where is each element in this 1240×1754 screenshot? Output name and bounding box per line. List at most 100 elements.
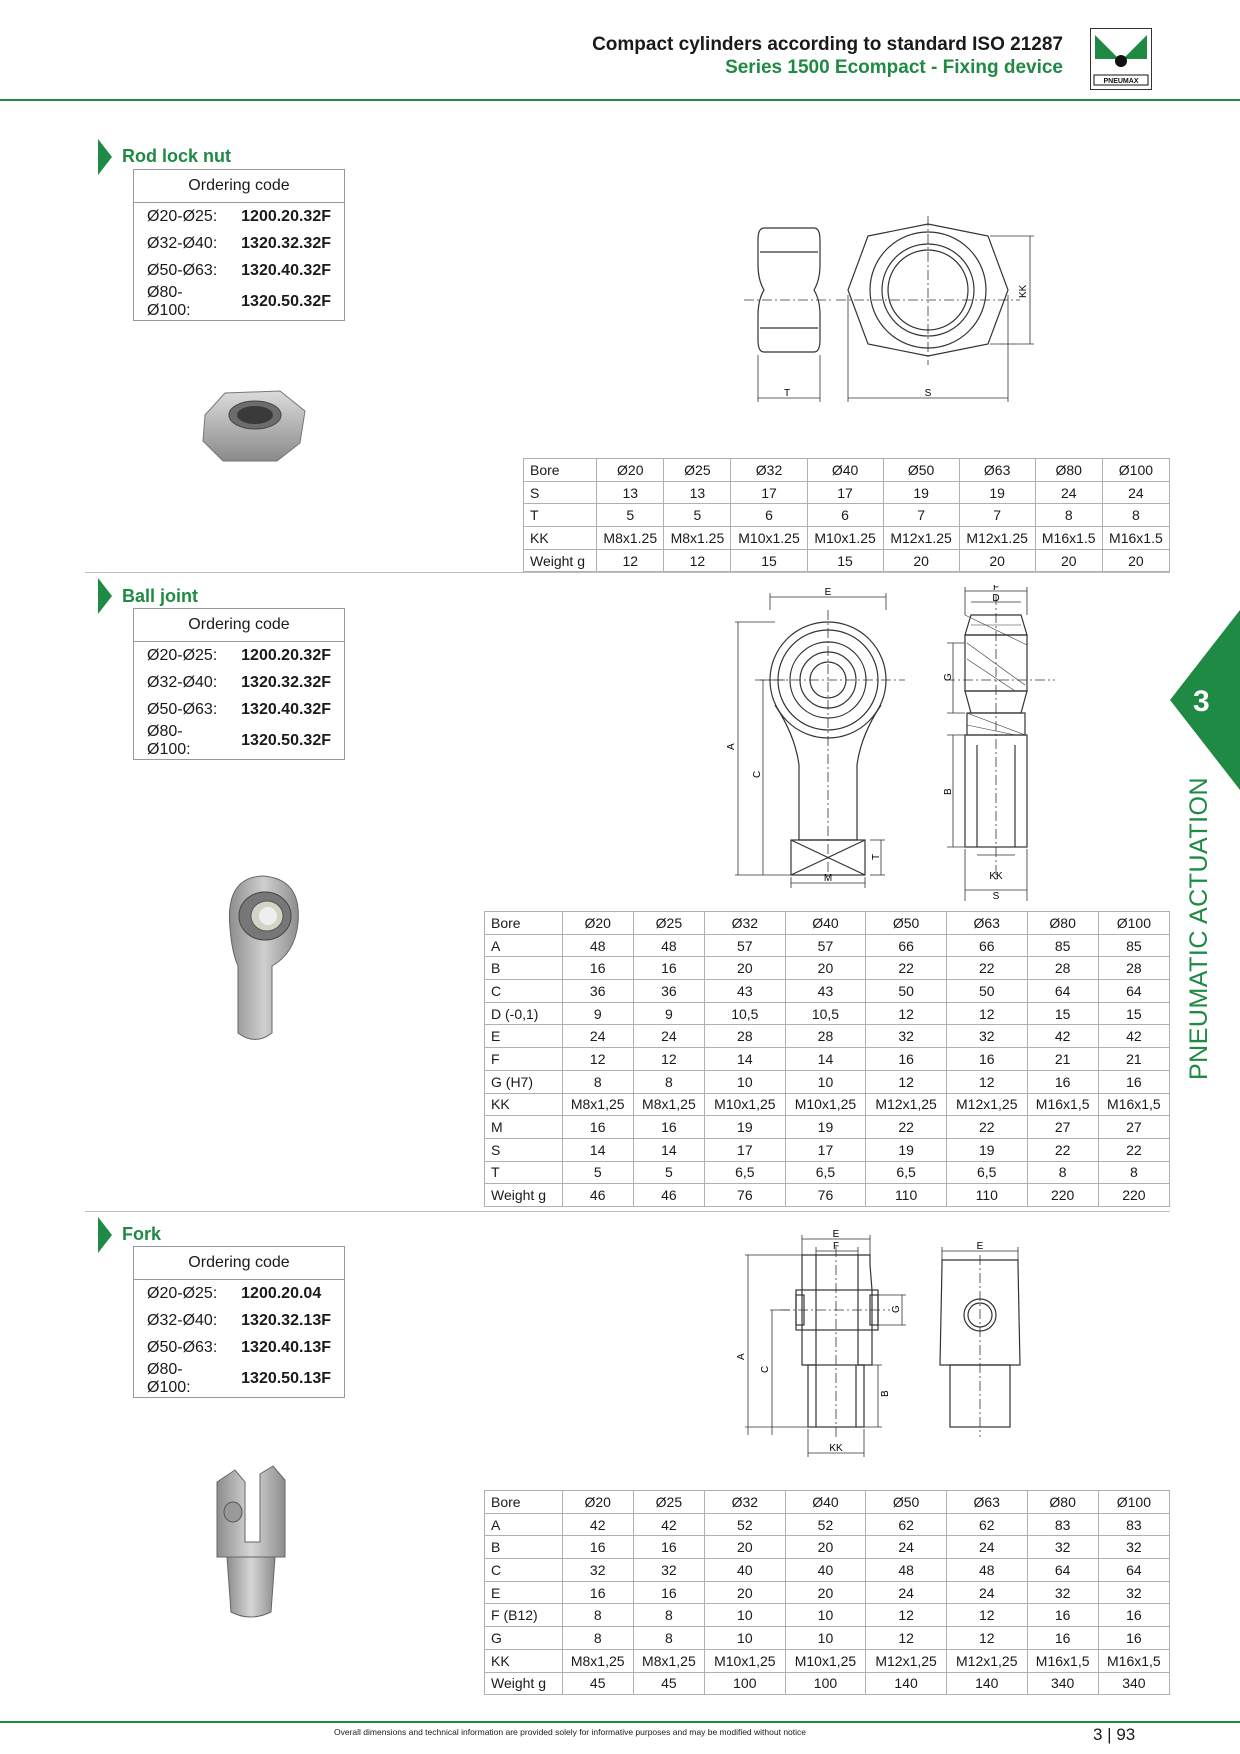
table-cell: 20 xyxy=(784,1535,867,1560)
table-cell: 50 xyxy=(945,979,1028,1003)
table-cell: 36 xyxy=(632,979,706,1003)
dim-label-f: F xyxy=(833,1241,839,1252)
section-divider xyxy=(85,1211,1170,1212)
table-cell: 8 xyxy=(561,1603,634,1628)
dim-label-b: B xyxy=(880,1390,891,1397)
code-range: Ø32-Ø40: xyxy=(147,1311,218,1329)
ordering-code-table: Ordering code Ø20-Ø25:1200.20.32F Ø32-Ø4… xyxy=(133,169,345,321)
table-cell: 22 xyxy=(865,956,947,981)
table-cell: 340 xyxy=(1097,1671,1171,1696)
table-cell: 62 xyxy=(865,1512,947,1537)
table-cell: 52 xyxy=(784,1512,867,1537)
table-cell: Ø100 xyxy=(1097,911,1171,935)
table-cell: 15 xyxy=(1026,1001,1099,1026)
table-cell: M10x1,25 xyxy=(704,1648,786,1673)
code-value: 1200.20.04 xyxy=(241,1284,322,1302)
dim-label-g: G xyxy=(943,673,954,681)
dim-label-s: S xyxy=(925,388,932,399)
table-cell: M12x1,25 xyxy=(945,1648,1028,1673)
table-cell: 42 xyxy=(561,1512,634,1537)
table-cell: 5 xyxy=(663,503,732,528)
ordering-code-header: Ordering code xyxy=(133,169,345,203)
table-cell: 16 xyxy=(865,1047,947,1071)
row-label: F xyxy=(484,1047,563,1071)
table-cell: 46 xyxy=(632,1183,706,1207)
table-cell: 5 xyxy=(632,1160,706,1185)
dim-label-t: T xyxy=(784,388,790,399)
chapter-label: PNEUMATIC ACTUATION xyxy=(1185,776,1213,1080)
table-cell: 22 xyxy=(1097,1137,1171,1162)
table-cell: 32 xyxy=(1026,1580,1099,1605)
code-value: 1320.50.32F xyxy=(241,732,331,749)
row-label: Weight g xyxy=(484,1183,563,1207)
table-cell: 16 xyxy=(561,1115,634,1139)
dim-label-m: M xyxy=(824,873,832,884)
table-cell: 12 xyxy=(945,1603,1028,1628)
table-cell: 32 xyxy=(1097,1580,1171,1605)
chapter-number: 3 xyxy=(1193,685,1210,718)
svg-text:PNEUMAX: PNEUMAX xyxy=(1103,78,1138,85)
table-cell: 10 xyxy=(704,1626,786,1650)
table-cell: M12x1.25 xyxy=(882,526,960,550)
table-cell: 45 xyxy=(561,1671,634,1696)
table-cell: 8 xyxy=(1097,1160,1171,1185)
table-cell: 19 xyxy=(945,1137,1028,1162)
table-cell: 12 xyxy=(632,1047,706,1071)
rod-lock-nut-drawing: T S KK xyxy=(744,216,1034,402)
table-cell: 19 xyxy=(958,480,1036,505)
table-cell: 12 xyxy=(945,1001,1028,1026)
rod-lock-nut-photo xyxy=(202,390,306,462)
table-cell: M16x1.5 xyxy=(1101,526,1171,550)
code-value: 1320.40.32F xyxy=(241,261,331,279)
row-label: A xyxy=(484,933,563,958)
table-cell: 10 xyxy=(784,1603,867,1628)
table-cell: 48 xyxy=(632,933,706,958)
table-cell: 10 xyxy=(784,1626,867,1650)
code-value: 1320.50.13F xyxy=(241,1370,331,1387)
table-cell: 20 xyxy=(882,548,960,573)
dim-label-g: G xyxy=(891,1305,902,1313)
table-cell: M16x1,5 xyxy=(1097,1092,1171,1117)
table-cell: 66 xyxy=(945,933,1028,958)
table-cell: Ø63 xyxy=(958,458,1036,482)
table-cell: 8 xyxy=(561,1069,634,1094)
table-cell: 16 xyxy=(561,956,634,981)
code-range: Ø32-Ø40: xyxy=(147,234,218,252)
dim-label-f: F xyxy=(993,585,999,593)
table-cell: 9 xyxy=(561,1001,634,1026)
table-cell: Ø25 xyxy=(663,458,732,482)
table-cell: 46 xyxy=(561,1183,634,1207)
table-cell: M8x1,25 xyxy=(561,1092,634,1117)
table-cell: 20 xyxy=(784,1580,867,1605)
table-cell: 6,5 xyxy=(945,1160,1028,1185)
table-cell: 5 xyxy=(596,503,665,528)
dim-label-kk: KK xyxy=(829,1443,843,1454)
row-label: KK xyxy=(484,1648,563,1673)
row-label: A xyxy=(484,1512,563,1537)
row-label: T xyxy=(522,503,598,528)
table-cell: 16 xyxy=(945,1047,1028,1071)
code-range: Ø80-Ø100: xyxy=(147,723,191,758)
table-cell: 6,5 xyxy=(865,1160,947,1185)
code-range: Ø32-Ø40: xyxy=(147,673,218,691)
code-value: 1320.32.32F xyxy=(241,673,331,691)
table-cell: M10x1,25 xyxy=(784,1648,867,1673)
section-arrow-icon xyxy=(98,1217,112,1253)
table-cell: 52 xyxy=(704,1512,786,1537)
table-cell: 5 xyxy=(561,1160,634,1185)
table-cell: 20 xyxy=(1101,548,1171,573)
table-cell: M8x1,25 xyxy=(632,1092,706,1117)
table-cell: 32 xyxy=(1026,1535,1099,1560)
table-cell: Ø63 xyxy=(945,911,1028,935)
row-label: G (H7) xyxy=(484,1069,563,1094)
dim-label-b: B xyxy=(943,788,954,795)
